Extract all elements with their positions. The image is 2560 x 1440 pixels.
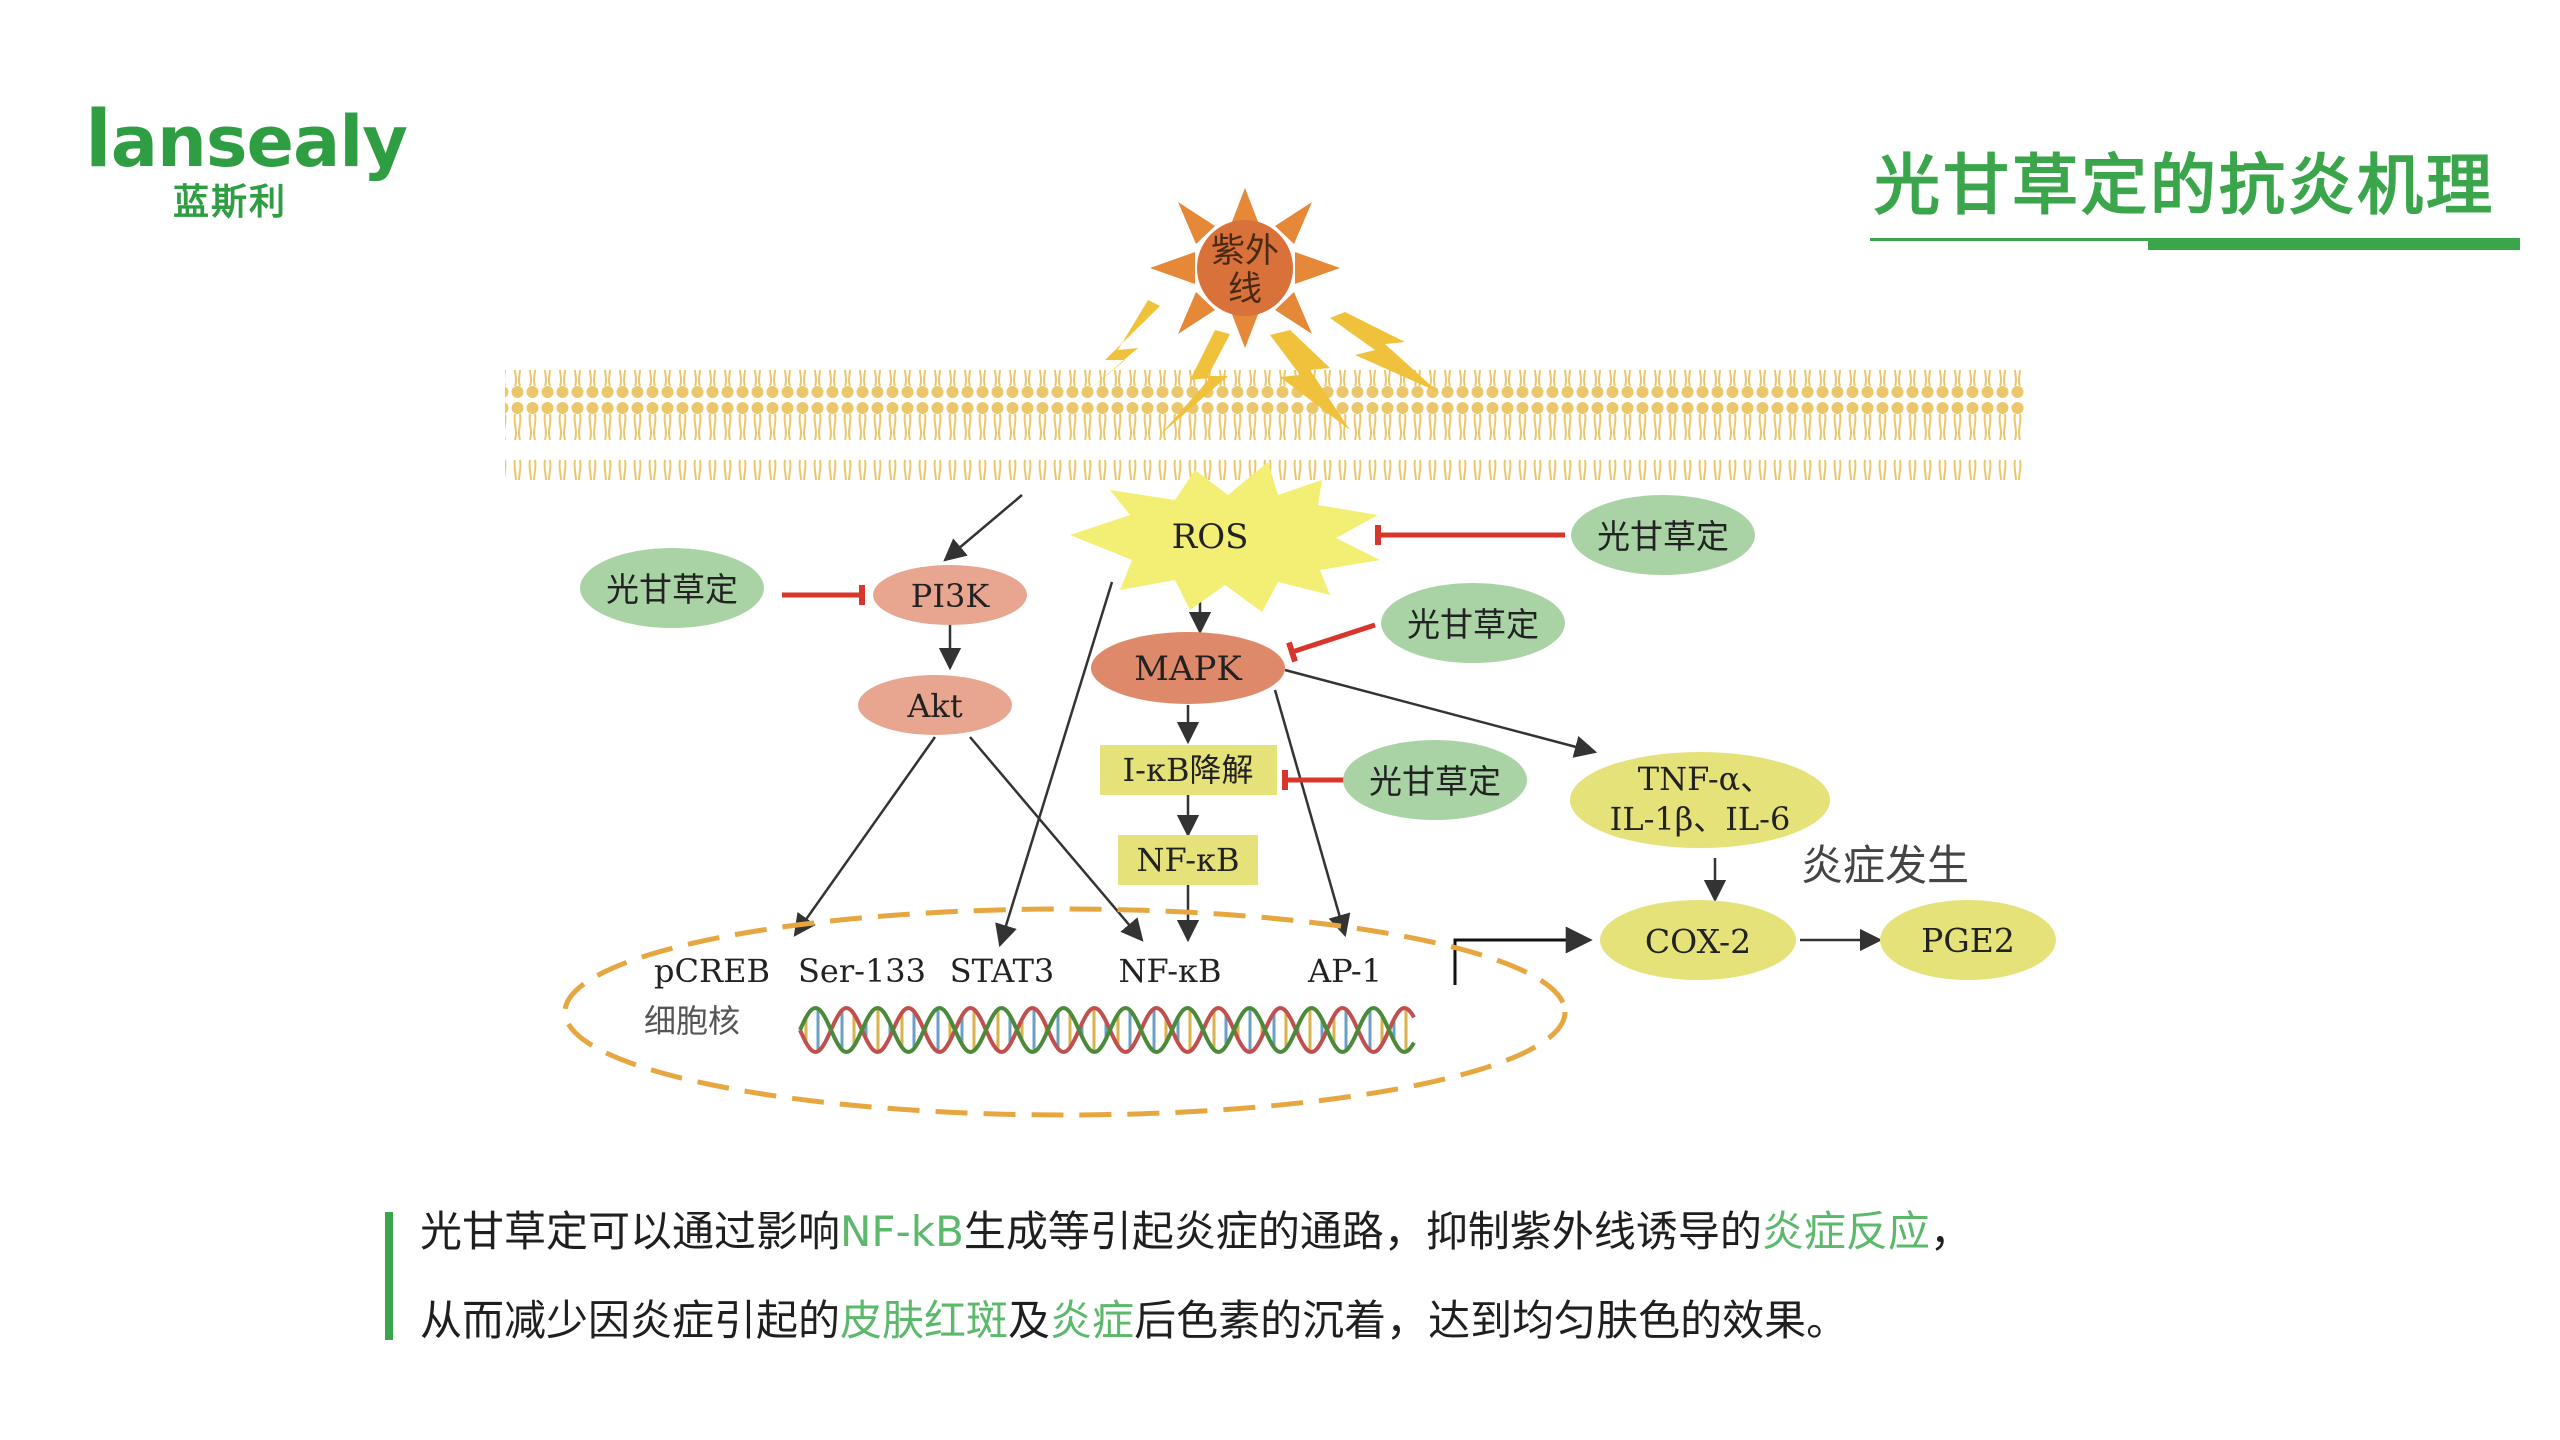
inhibition-lines xyxy=(782,525,1565,790)
glabridin-node-ikb xyxy=(1343,740,1527,820)
cytokine-node xyxy=(1570,752,1830,848)
caption-segment: 从而减少因炎症引起的 xyxy=(420,1296,841,1345)
pge2-node xyxy=(1880,900,2056,980)
caption-highlight: 皮肤红斑 xyxy=(840,1296,1009,1345)
nucleus-to-cox2-arrow xyxy=(1453,926,1593,985)
glabridin-label-mapk: 光甘草定 xyxy=(1407,605,1539,644)
pge2-label: PGE2 xyxy=(1921,921,2015,960)
uv-sun-icon xyxy=(1150,188,1340,348)
caption-accent-bar xyxy=(385,1212,393,1340)
ros-label: ROS xyxy=(1172,517,1249,557)
akt-label: Akt xyxy=(906,687,963,725)
glabridin-node-ros xyxy=(1571,495,1755,575)
factor-pcreb: pCREB xyxy=(654,952,770,990)
caption-segment: 光甘草定可以通过影响 xyxy=(420,1207,841,1256)
factor-stat3: STAT3 xyxy=(950,952,1055,990)
factor-ser133: Ser-133 xyxy=(798,952,926,990)
ikb-box xyxy=(1100,745,1277,795)
caption-line-2: 从而减少因炎症引起的皮肤红斑及炎症后色素的沉着，达到均匀肤色的效果。 xyxy=(420,1287,1848,1348)
pi3k-label: PI3K xyxy=(911,577,991,615)
brand-cn-name: 蓝斯利 xyxy=(173,182,288,223)
uv-label-line2: 线 xyxy=(1228,269,1262,309)
uv-label-line1: 紫外 xyxy=(1211,231,1279,271)
caption-highlight: NF-kB xyxy=(840,1207,964,1256)
glabridin-label-ros: 光甘草定 xyxy=(1597,517,1729,556)
pi3k-node xyxy=(873,565,1027,625)
cell-membrane xyxy=(505,370,2025,480)
factor-ap1: AP-1 xyxy=(1307,952,1382,990)
activation-arrows xyxy=(793,494,1883,952)
nucleus-label: 细胞核 xyxy=(644,1002,740,1040)
nfkb-box-label: NF-κB xyxy=(1136,841,1239,879)
caption-segment: 及 xyxy=(1008,1296,1051,1345)
caption-line-1: 光甘草定可以通过影响NF-kB生成等引起炎症的通路，抑制紫外线诱导的炎症反应， xyxy=(420,1198,1972,1259)
caption-segment: ， xyxy=(1929,1207,1972,1256)
lightning-bolt-icon xyxy=(1075,300,1438,435)
mapk-label: MAPK xyxy=(1134,649,1242,689)
ros-burst xyxy=(1070,462,1380,612)
glabridin-label-ikb: 光甘草定 xyxy=(1369,762,1501,801)
akt-node xyxy=(858,675,1012,735)
caption-segment: 生成等引起炎症的通路，抑制紫外线诱导的 xyxy=(963,1207,1762,1256)
glabridin-node-pi3k xyxy=(580,548,764,628)
inflammation-label: 炎症发生 xyxy=(1801,841,1969,890)
nucleus-boundary xyxy=(562,906,1568,1118)
caption-segment: 后色素的沉着，达到均匀肤色的效果。 xyxy=(1134,1296,1849,1345)
nfkb-box xyxy=(1118,835,1258,885)
brand-logo: lansealy 蓝斯利 xyxy=(85,95,408,223)
page-title: 光甘草定的抗炎机理 xyxy=(1874,147,2495,224)
brand-wordmark: lansealy xyxy=(85,95,408,185)
ikb-label: I-κB降解 xyxy=(1123,751,1254,789)
glabridin-label-pi3k: 光甘草定 xyxy=(606,570,738,609)
cytokine-label-line2: IL-1β、IL-6 xyxy=(1610,800,1791,838)
caption-highlight: 炎症 xyxy=(1050,1296,1135,1345)
mapk-node xyxy=(1091,632,1285,704)
dna-helix-icon xyxy=(798,1005,1416,1055)
glabridin-node-mapk xyxy=(1381,583,1565,663)
cox2-label: COX-2 xyxy=(1645,922,1751,961)
cytokine-label-line1: TNF-α、 xyxy=(1638,760,1773,798)
title-underline-accent xyxy=(2148,238,2520,250)
caption-highlight: 炎症反应 xyxy=(1761,1207,1930,1256)
cox2-node xyxy=(1600,900,1796,980)
factor-nfkb: NF-κB xyxy=(1118,952,1221,990)
